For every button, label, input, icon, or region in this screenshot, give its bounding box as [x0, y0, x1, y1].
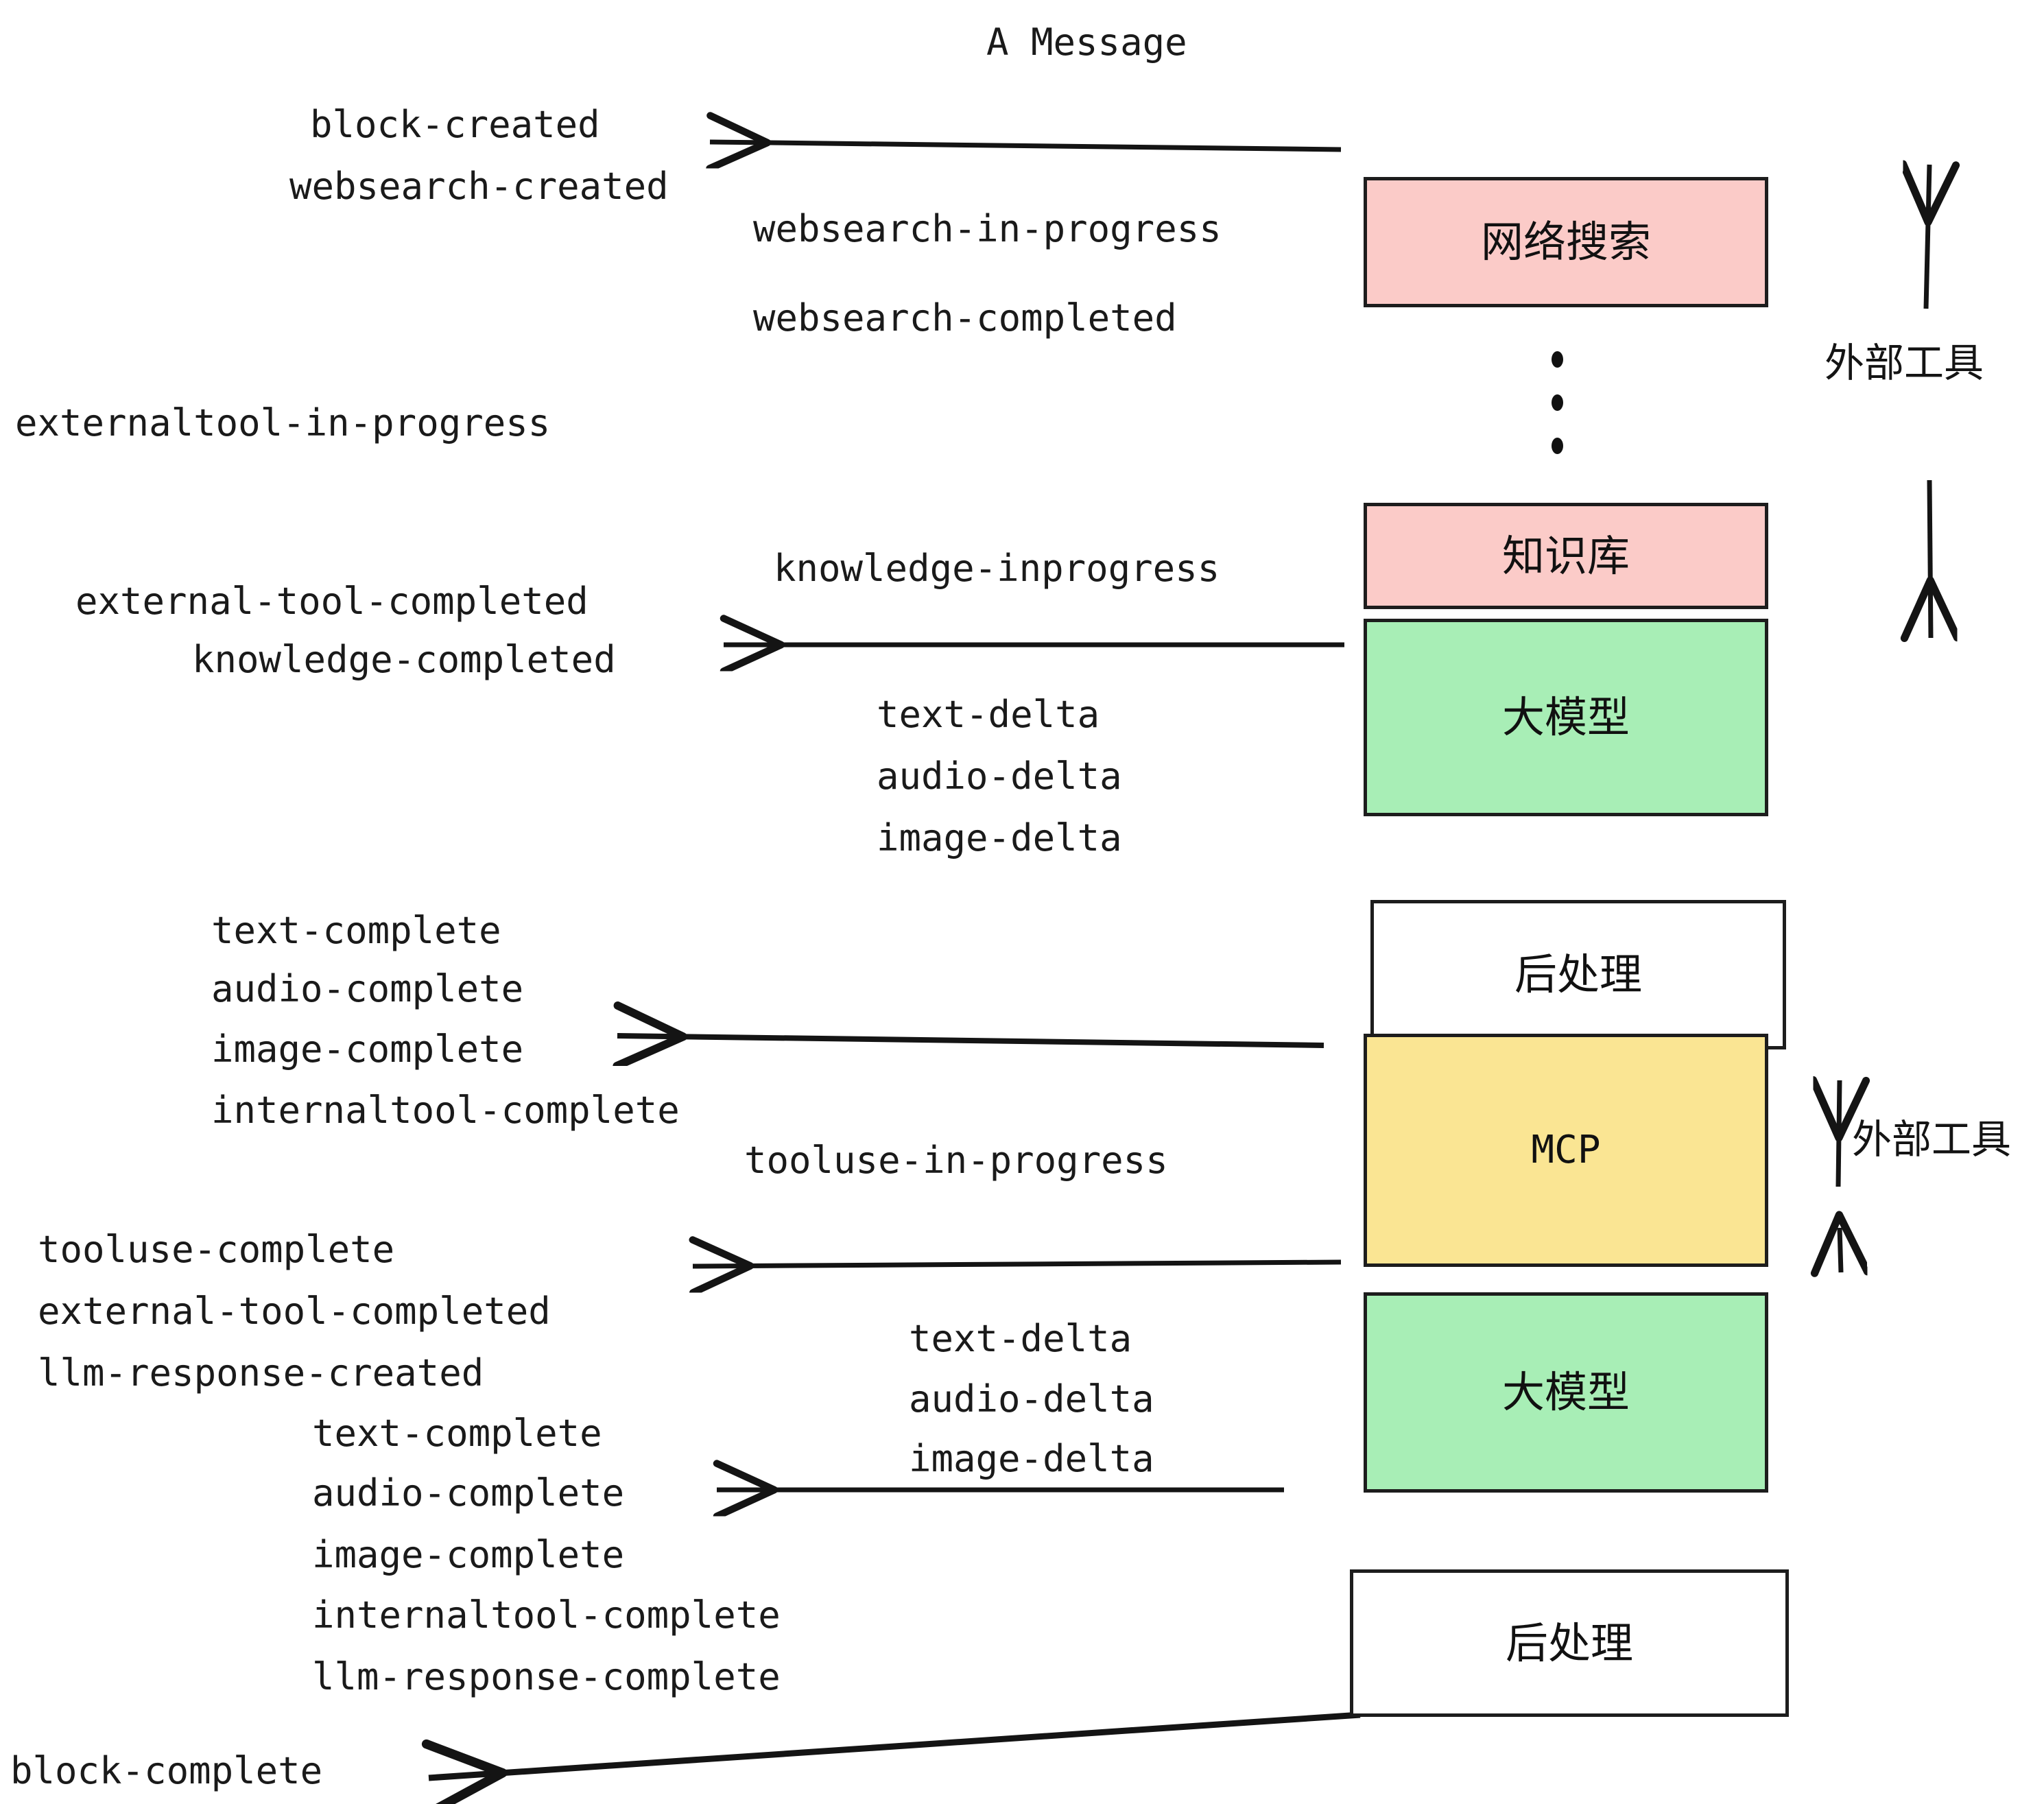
event-image-complete-1: image-complete	[211, 1028, 524, 1071]
node-llm-2-label: 大模型	[1501, 1367, 1630, 1417]
event-externaltool-in-progress: externaltool-in-progress	[15, 401, 551, 444]
event-tooluse-in-progress: tooluse-in-progress	[744, 1139, 1168, 1182]
node-llm-1[interactable]: 大模型	[1364, 619, 1768, 816]
event-image-delta-2: image-delta	[909, 1437, 1154, 1480]
arrow-postprocess2-to-blockcomplete	[429, 1711, 1361, 1778]
arrow-websearch-to-blockcreated	[710, 142, 1342, 150]
node-knowledge-label: 知识库	[1501, 530, 1630, 581]
node-postprocess-1-label: 后处理	[1514, 949, 1642, 999]
side-label-external-tools-bottom: 外部工具	[1852, 1116, 2012, 1163]
event-external-tool-completed-2: external-tool-completed	[38, 1290, 551, 1333]
event-image-complete-2: image-complete	[312, 1533, 625, 1576]
event-audio-delta-2: audio-delta	[909, 1377, 1154, 1421]
event-image-delta-1: image-delta	[877, 816, 1122, 859]
node-websearch-label: 网络搜索	[1480, 217, 1651, 267]
event-websearch-completed: websearch-completed	[753, 296, 1177, 340]
event-llm-response-complete: llm-response-complete	[312, 1655, 781, 1698]
event-knowledge-completed: knowledge-completed	[192, 638, 616, 681]
node-mcp-label: MCP	[1531, 1128, 1601, 1172]
node-llm-1-label: 大模型	[1501, 692, 1630, 742]
arrow-postprocess-to-imagecomplete	[617, 1036, 1324, 1045]
ellipsis-dot-3	[1552, 438, 1563, 454]
arrow-external-tools-bottom	[1838, 1080, 1841, 1272]
diagram-title: A Message	[986, 21, 1187, 64]
event-text-delta-1: text-delta	[877, 693, 1100, 736]
node-postprocess-2[interactable]: 后处理	[1350, 1569, 1789, 1717]
event-audio-complete-2: audio-complete	[312, 1471, 625, 1515]
arrow-external-tools-top	[1926, 165, 1931, 638]
node-llm-2[interactable]: 大模型	[1364, 1292, 1768, 1493]
event-llm-response-created: llm-response-created	[38, 1351, 484, 1394]
event-audio-delta-1: audio-delta	[877, 755, 1122, 798]
event-external-tool-completed-1: external-tool-completed	[75, 580, 589, 623]
arrow-mcp-to-tooluse-complete	[693, 1262, 1342, 1266]
ellipsis-dot-1	[1552, 351, 1563, 368]
event-websearch-in-progress: websearch-in-progress	[753, 207, 1222, 250]
node-mcp[interactable]: MCP	[1364, 1034, 1768, 1267]
event-tooluse-complete: tooluse-complete	[38, 1228, 395, 1271]
node-postprocess-2-label: 后处理	[1505, 1617, 1633, 1668]
event-knowledge-inprogress: knowledge-inprogress	[774, 547, 1220, 590]
event-block-complete: block-complete	[10, 1749, 323, 1792]
event-websearch-created: websearch-created	[289, 165, 669, 208]
side-label-external-tools-top: 外部工具	[1825, 340, 1984, 386]
node-knowledge[interactable]: 知识库	[1364, 503, 1768, 609]
event-internaltool-complete-1: internaltool-complete	[211, 1089, 680, 1132]
event-audio-complete-1: audio-complete	[211, 967, 524, 1010]
event-text-delta-2: text-delta	[909, 1317, 1132, 1360]
ellipsis-dot-2	[1552, 394, 1563, 411]
event-text-complete-1: text-complete	[211, 909, 501, 952]
event-text-complete-2: text-complete	[312, 1412, 602, 1455]
event-block-created: block-created	[310, 103, 600, 146]
node-websearch[interactable]: 网络搜索	[1364, 177, 1768, 307]
node-postprocess-1[interactable]: 后处理	[1370, 900, 1786, 1049]
event-internaltool-complete-2: internaltool-complete	[312, 1593, 781, 1637]
